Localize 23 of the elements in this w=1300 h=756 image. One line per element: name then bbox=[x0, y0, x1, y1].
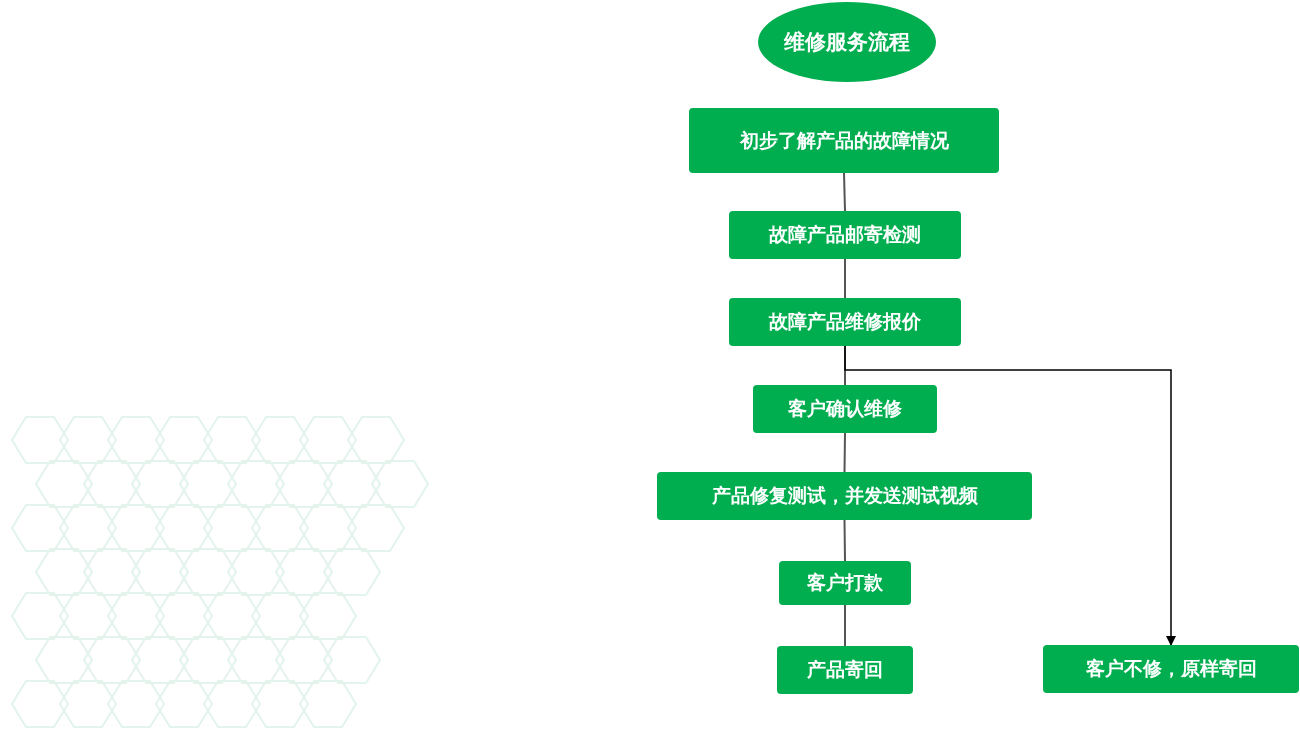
connector-line bbox=[844, 604, 846, 647]
process-box bbox=[689, 108, 999, 173]
node-label: 产品修复测试，并发送测试视频 bbox=[711, 483, 978, 508]
node-label: 维修服务流程 bbox=[784, 29, 910, 56]
process-box bbox=[779, 561, 911, 605]
process-box bbox=[657, 472, 1032, 520]
node-label: 故障产品维修报价 bbox=[769, 309, 921, 334]
connector-line bbox=[843, 172, 846, 212]
arrow bbox=[844, 345, 1176, 646]
process-box bbox=[729, 298, 961, 346]
process-box bbox=[777, 646, 913, 694]
node-label: 客户确认维修 bbox=[788, 396, 902, 421]
connector-line bbox=[843, 432, 846, 473]
node-label: 故障产品邮寄检测 bbox=[769, 222, 921, 247]
node-label: 产品寄回 bbox=[807, 657, 883, 682]
process-box bbox=[729, 211, 961, 259]
connector-line bbox=[843, 519, 846, 562]
process-box bbox=[753, 385, 937, 433]
node-label: 初步了解产品的故障情况 bbox=[739, 127, 949, 153]
node-label: 客户不修，原样寄回 bbox=[1085, 656, 1257, 681]
connector-line bbox=[844, 258, 846, 299]
node-label: 客户打款 bbox=[807, 570, 883, 595]
process-box bbox=[1043, 645, 1299, 693]
